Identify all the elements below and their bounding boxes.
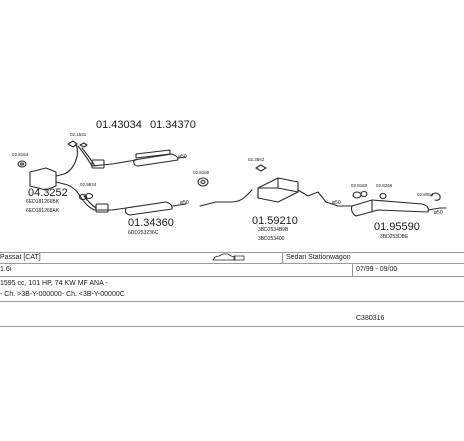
part-number-small: 02.8054 — [417, 192, 434, 197]
table-rule — [0, 263, 464, 264]
part-number-small: 02.3562 — [248, 157, 265, 162]
rear-silencer — [350, 199, 447, 217]
middle-silencer-upper — [133, 149, 187, 167]
part-number-small: 02.8266 — [376, 183, 393, 188]
diameter-label: ø50 — [332, 200, 341, 206]
part-number: 01.34360 — [128, 217, 174, 229]
engine-label: 1.6i — [0, 266, 12, 273]
engine-spec: 1595 cc, 101 HP, 74 KW MF ANA - — [0, 280, 108, 287]
tail-pipe-section — [297, 189, 353, 207]
part-number: 01.59210 — [252, 215, 298, 227]
center-silencer — [257, 177, 299, 203]
body-type: Sedan Stationwagon — [286, 254, 351, 261]
front-pipe-lower — [79, 195, 127, 213]
table-rule — [282, 252, 283, 263]
part-number-small: 02.8164 — [12, 152, 29, 157]
table-rule — [0, 326, 464, 327]
clamp-part-icon — [379, 192, 387, 200]
table-rule — [0, 252, 464, 253]
clamp-part-icon — [197, 177, 209, 187]
part-number-small: 02.1531 — [70, 132, 87, 137]
clamp-part-icon — [78, 192, 94, 201]
chassis-range: - Ch. >3B-Y-000000- Ch. <3B-Y-00000C — [0, 291, 125, 298]
part-number-sub: 3BD2534B9B — [258, 227, 289, 233]
gasket-part-icon — [255, 164, 267, 172]
part-number-small: 02.9834 — [80, 182, 97, 187]
part-number: 01.34370 — [150, 119, 196, 131]
exhaust-system-diagram: 01.43034 01.34370 02.8164 02.1531 02.983… — [12, 119, 447, 242]
part-number: 01.43034 — [96, 119, 142, 131]
diameter-label: ø50 — [434, 210, 443, 216]
part-number-small: 02.8160 — [351, 183, 368, 188]
part-number-sub: 6ED181268AK — [26, 208, 60, 214]
clamp-part-icon — [352, 190, 368, 199]
part-number: 01.95590 — [374, 221, 420, 233]
model-label: Passat [CAT] — [0, 254, 41, 261]
table-rule — [0, 301, 464, 302]
diameter-label: ø50 — [180, 200, 189, 206]
diameter-label: ø50 — [178, 154, 187, 160]
production-years: 07/99 - 09/00 — [356, 266, 398, 273]
vehicle-info-table: Passat [CAT] Sedan Stationwagon 1.6i 07/… — [0, 252, 464, 332]
hanger-part-icon — [430, 192, 441, 201]
part-number: 04.3252 — [28, 187, 68, 199]
gasket-part-icon — [17, 160, 27, 168]
part-number-sub: 3BD253DBE — [380, 234, 409, 240]
part-number-sub: 3BD253400 — [258, 236, 285, 242]
part-number-sub: 6ED181266BK — [26, 199, 60, 205]
catalytic-converter — [29, 143, 81, 197]
car-icon — [212, 253, 246, 265]
gasket-part-icon — [67, 140, 88, 148]
part-number-small: 02.8160 — [193, 170, 210, 175]
table-rule — [0, 276, 464, 277]
part-number-sub: 6DD253236C — [128, 230, 159, 236]
front-pipe-upper — [77, 145, 137, 169]
table-rule — [352, 263, 353, 277]
catalog-code: C380316 — [356, 315, 385, 322]
middle-silencer-lower — [124, 189, 253, 216]
